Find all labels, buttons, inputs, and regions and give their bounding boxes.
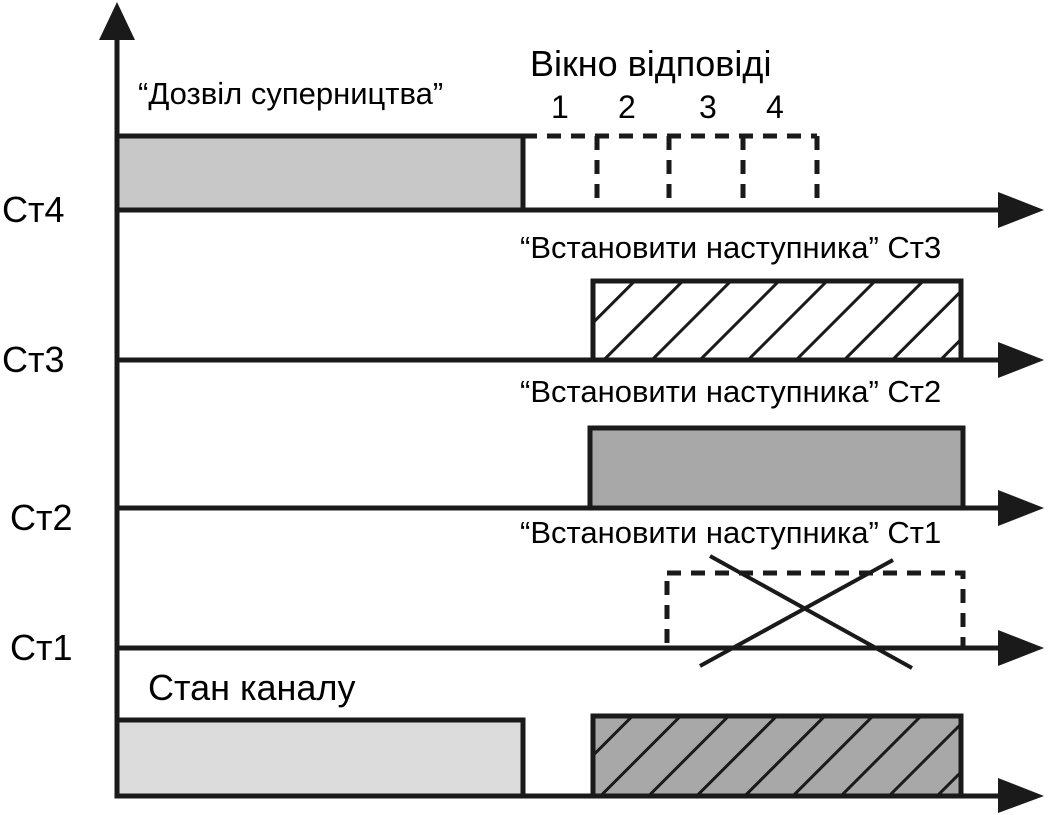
timeline-channel-arrow xyxy=(998,778,1044,813)
channel-state-label: Стан каналу xyxy=(148,667,355,708)
vertical-axis-arrow xyxy=(99,2,135,40)
contention-block xyxy=(114,133,526,213)
contention-label: “Дозвіл суперництва” xyxy=(138,76,443,111)
response-slot-number-4: 4 xyxy=(766,89,784,125)
cross-line-2 xyxy=(699,558,894,668)
successor-label-st1: “Встановити наступника” Ст1 xyxy=(520,515,941,550)
response-slot-number-3: 3 xyxy=(699,89,717,125)
station-label-st3: Ст3 xyxy=(2,339,65,380)
cross-line-1 xyxy=(709,554,913,670)
station-label-st4: Ст4 xyxy=(2,189,65,230)
timeline-st4-arrow xyxy=(998,192,1044,228)
response-slot-number-1: 1 xyxy=(551,89,569,125)
successor-label-st2: “Встановити наступника” Ст2 xyxy=(520,374,941,409)
timeline-st3-arrow xyxy=(998,342,1044,378)
channel-block-contention xyxy=(114,717,526,799)
successor-block-st2 xyxy=(587,425,966,511)
response-window-title: Вікно відповіді xyxy=(530,43,771,84)
successor-block-st1 xyxy=(664,570,966,651)
channel-block-successor xyxy=(590,713,964,799)
successor-block-st3 xyxy=(590,278,964,363)
station-label-st2: Ст2 xyxy=(10,497,73,538)
response-slot-number-2: 2 xyxy=(618,89,636,125)
successor-label-st3: “Встановити наступника” Ст3 xyxy=(520,230,941,265)
timeline-st2-arrow xyxy=(998,490,1044,526)
response-window-slots xyxy=(523,133,820,210)
timeline-st1-arrow xyxy=(998,630,1044,666)
station-label-st1: Ст1 xyxy=(10,627,73,668)
